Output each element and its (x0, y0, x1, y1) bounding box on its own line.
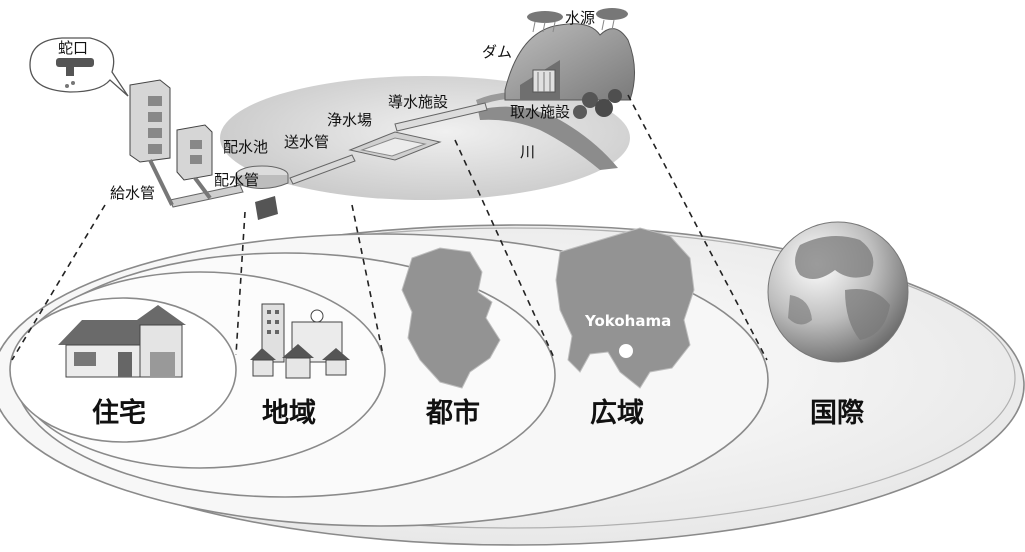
globe-icon (767, 221, 909, 363)
scale-label-city: 都市 (425, 397, 480, 429)
scale-label-region: 地域 (262, 398, 316, 429)
city-map (401, 247, 501, 389)
river-label: 川 (520, 143, 535, 161)
headrace-pipe (394, 102, 488, 132)
region-buildings-icon (250, 303, 350, 379)
facility-labels: 蛇口 水源 ダム 導水施設 取水施設 浄水場 送水管 配水池 配水管 給水管 川 (58, 9, 595, 202)
purification-label: 浄水場 (327, 111, 372, 129)
source-label: 水源 (565, 9, 595, 27)
headrace-label: 導水施設 (388, 93, 448, 111)
intake-label: 取水施設 (510, 103, 570, 121)
scale-label-international: 国際 (810, 398, 864, 429)
service-pipe-label: 給水管 (110, 184, 155, 202)
yokohama-label: Yokohama (584, 312, 671, 330)
river (478, 106, 618, 170)
distribution-pipe-label: 配水管 (214, 171, 259, 189)
scale-label-house: 住宅 (92, 397, 146, 429)
faucet-label: 蛇口 (58, 39, 88, 57)
scale-labels: 住宅 地域 都市 広域 国際 (92, 397, 864, 429)
dashed-leader-lines (11, 94, 768, 361)
apartment-buildings (129, 79, 213, 181)
faucet-bubble (29, 37, 129, 97)
wide-area-map (555, 227, 695, 389)
distribution-reservoir-label: 配水池 (223, 138, 268, 156)
purification-plant (348, 131, 442, 161)
house-icon (58, 305, 186, 378)
yokohama-marker (619, 344, 633, 358)
dam-label: ダム (482, 43, 512, 61)
dam-mountains (504, 8, 635, 119)
transmission-pipe-label: 送水管 (284, 133, 329, 151)
scale-label-wide-area: 広域 (590, 397, 644, 429)
service-pipes (148, 159, 278, 220)
transmission-and-reservoir (235, 154, 356, 189)
